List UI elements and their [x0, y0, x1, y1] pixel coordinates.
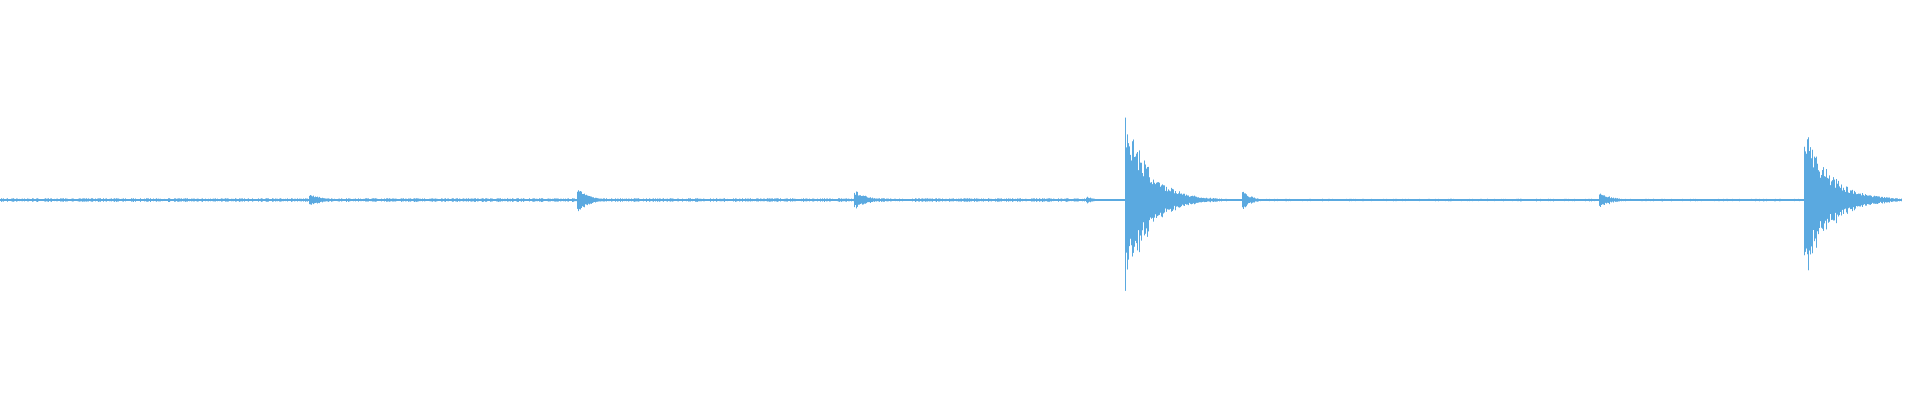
waveform-samples	[0, 117, 1902, 291]
waveform-path	[0, 117, 1902, 291]
